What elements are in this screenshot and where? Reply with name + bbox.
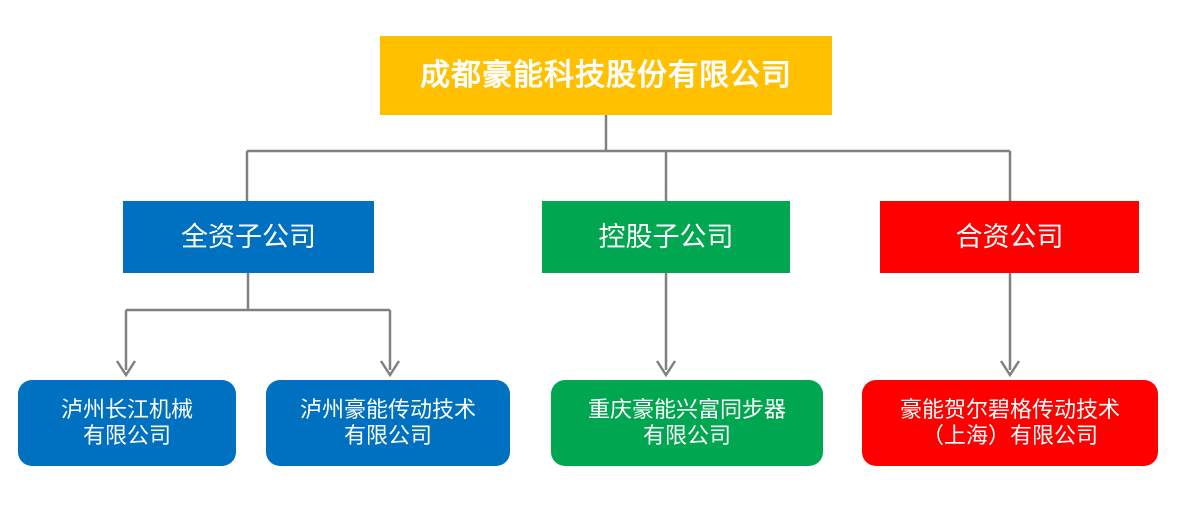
node-subsidiary-chongqing-xingfu[interactable]: 重庆豪能兴富同步器 有限公司 [551,380,823,466]
arrowhead-leaf-1 [115,360,137,378]
arrowhead-leaf-3 [655,360,677,378]
node-root-company[interactable]: 成都豪能科技股份有限公司 [380,36,832,115]
node-category-wholly-owned[interactable]: 全资子公司 [123,201,374,273]
arrowhead-leaf-2 [379,360,401,378]
node-subsidiary-hoerbiger-shanghai[interactable]: 豪能贺尔碧格传动技术 （上海）有限公司 [862,380,1158,466]
node-subsidiary-luzhou-haoneng[interactable]: 泸州豪能传动技术 有限公司 [266,380,510,466]
node-category-holding[interactable]: 控股子公司 [542,201,790,273]
arrowhead-leaf-4 [999,360,1021,378]
node-category-joint-venture[interactable]: 合资公司 [880,201,1139,273]
node-subsidiary-luzhou-changjiang[interactable]: 泸州长江机械 有限公司 [18,380,236,466]
